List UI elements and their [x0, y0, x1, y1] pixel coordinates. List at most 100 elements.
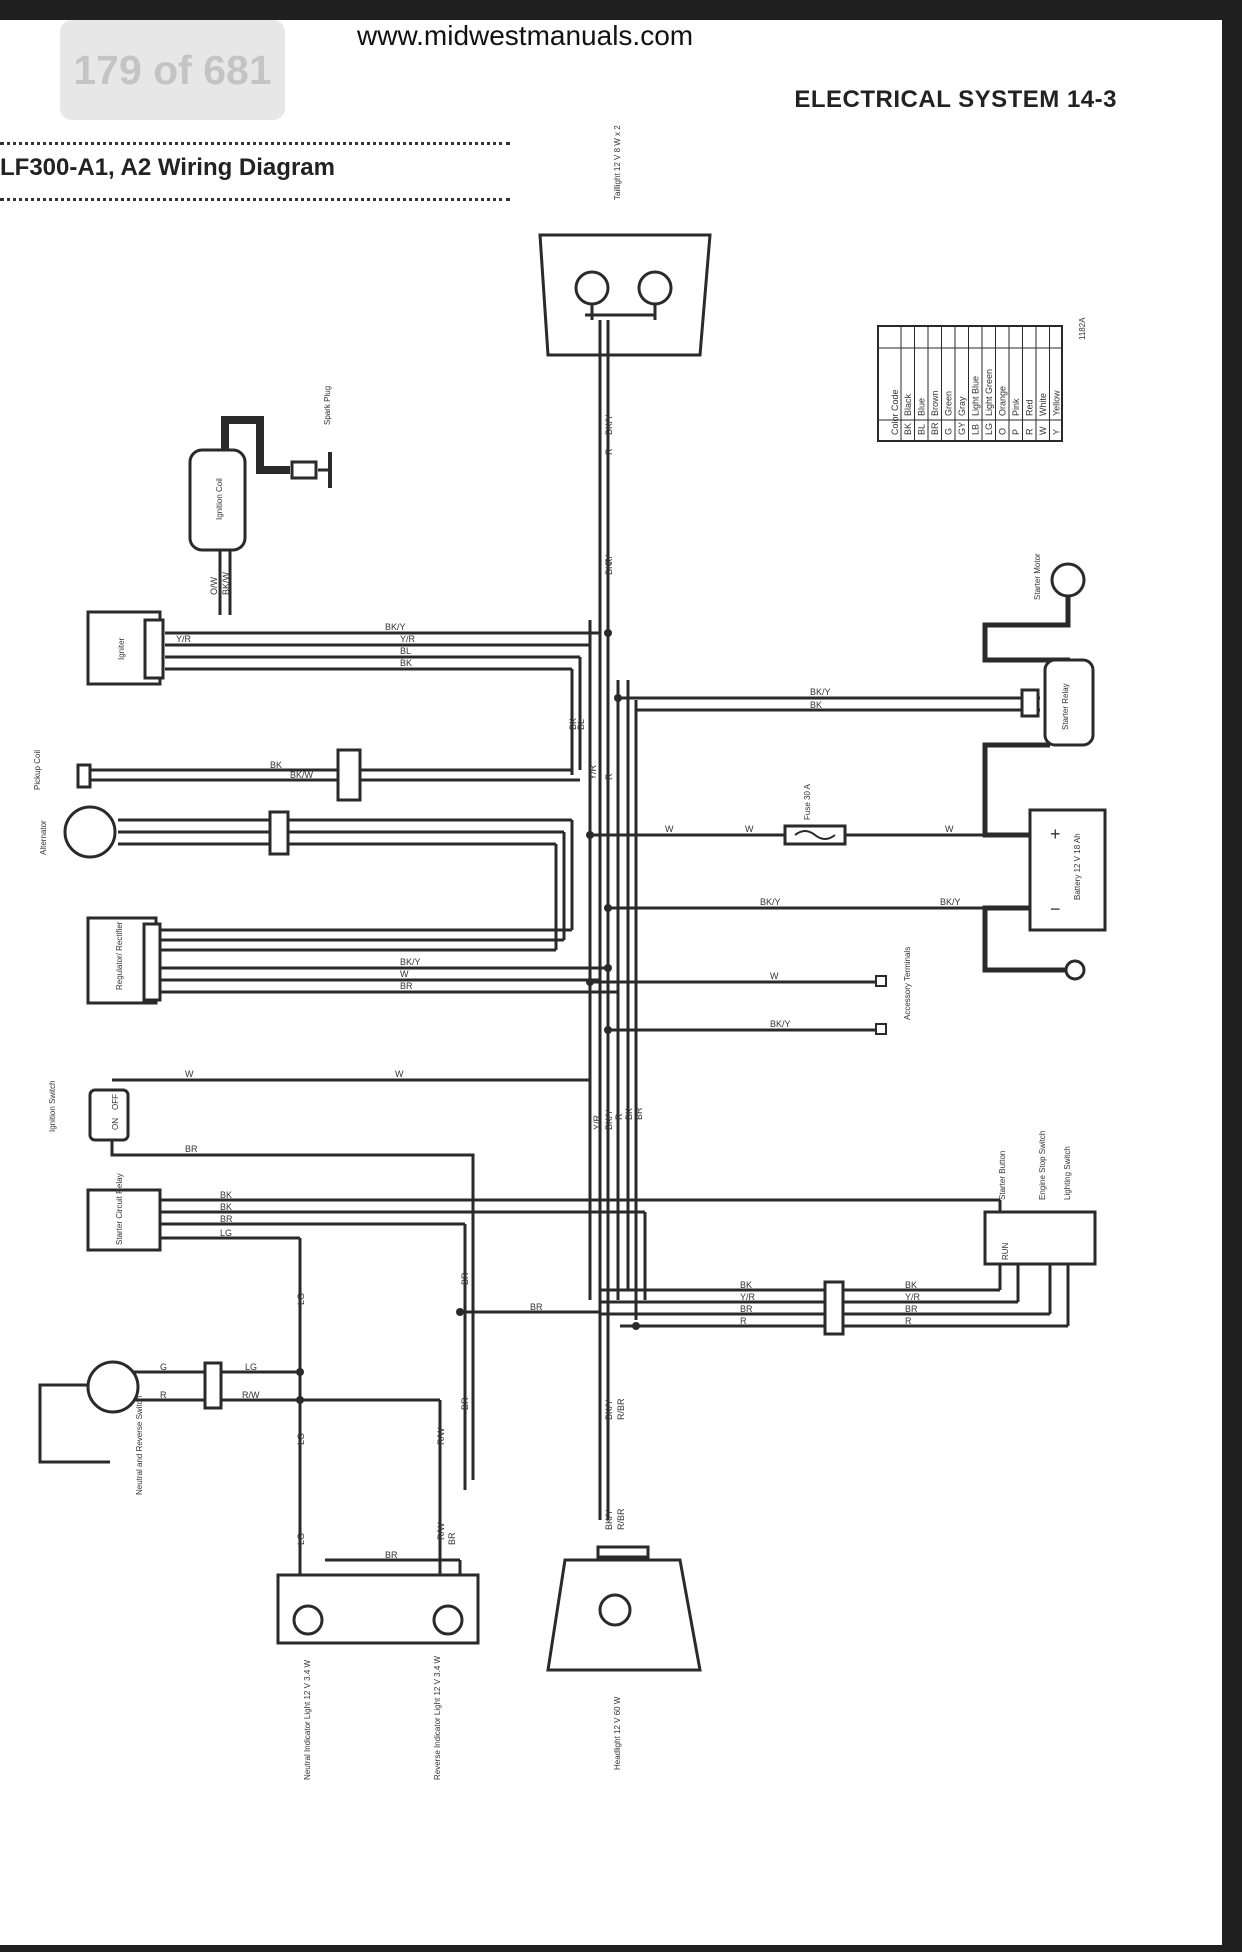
label-switch-on: ON — [111, 1118, 120, 1130]
ignition-coil — [188, 448, 247, 552]
battery-minus: − — [1050, 899, 1061, 919]
accessory-terminal — [875, 975, 887, 987]
manual-page: 179 of 681 www.midwestmanuals.com ELECTR… — [0, 20, 1222, 1945]
starter-relay — [1043, 658, 1095, 747]
color-code-name: Red — [1025, 399, 1035, 416]
wire-label: Y/R — [588, 764, 598, 780]
color-code-name: Yellow — [1052, 390, 1062, 416]
wire-label: BK/Y — [604, 414, 614, 435]
wire-label: BK/Y — [604, 1509, 614, 1530]
label-fuse: Fuse 30 A — [803, 783, 812, 820]
junction-dot — [296, 1396, 304, 1404]
color-code-abbr: BR — [930, 422, 940, 435]
label-neutral-reverse: Neutral and Reverse Switch — [135, 1396, 144, 1495]
wire-label: R/BR — [616, 1398, 626, 1420]
label-part-number: 1182A — [1078, 317, 1087, 340]
color-code-abbr: R — [1025, 428, 1035, 435]
wire-label: BK — [568, 718, 578, 730]
wire-label: BK/W — [290, 770, 314, 780]
nr-connector — [203, 1361, 223, 1410]
wire-label: O/W — [209, 576, 219, 595]
wire-label: BR — [530, 1302, 543, 1312]
label-starter-motor: Starter Motor — [1033, 553, 1042, 600]
ground-cable — [982, 905, 1075, 973]
wiring-diagram: + − BKBlackBLBlueBRBrownGGreenGYGrayLBLi… — [33, 125, 1107, 1780]
wire-label: BK — [400, 658, 412, 668]
label-reverse-indicator: Reverse Indicator Light 12 V 3.4 W — [433, 1655, 442, 1780]
wire-label: Y/R — [400, 634, 416, 644]
wire-label: BK/Y — [604, 554, 614, 575]
wire-label: Y/R — [905, 1292, 921, 1302]
color-code-name: Green — [944, 391, 954, 416]
wire-label: BR — [447, 1532, 457, 1545]
wire-label: R — [740, 1316, 747, 1326]
wire-label: BK/Y — [770, 1019, 791, 1029]
label-alternator: Alternator — [39, 820, 48, 855]
label-ignition-coil: Ignition Coil — [215, 478, 224, 520]
color-code-abbr: Y — [1052, 429, 1062, 435]
label-battery: Battery 12 V 18 Ah — [1073, 833, 1082, 900]
title-rule-top — [0, 142, 510, 145]
color-code-abbr: P — [1011, 429, 1021, 435]
junction-dot — [604, 964, 612, 972]
wire-label: Y/R — [176, 634, 192, 644]
wire-label: BK/Y — [810, 687, 831, 697]
site-url[interactable]: www.midwestmanuals.com — [357, 20, 694, 51]
ground-terminal — [1064, 959, 1086, 981]
color-code-abbr: G — [944, 428, 954, 435]
wire-label: Y/R — [592, 1114, 602, 1130]
battery-plus: + — [1050, 824, 1061, 844]
diagram-title: LF300-A1, A2 Wiring Diagram — [0, 154, 335, 181]
spark-plug — [290, 452, 332, 488]
starter-motor-cable — [982, 580, 1071, 663]
color-code-name: Brown — [930, 390, 940, 416]
color-code-name: Pink — [1011, 398, 1021, 416]
wire-label: R — [604, 773, 614, 780]
wire-label: BL — [576, 719, 586, 730]
junction-dot — [604, 1026, 612, 1034]
wire-label: LG — [296, 1293, 306, 1305]
wire-label: LG — [220, 1228, 232, 1238]
label-spark-plug: Spark Plug — [323, 386, 332, 425]
wire-label: BR — [634, 1107, 644, 1120]
title-rule-bottom — [0, 198, 510, 201]
wire-label: W — [185, 1069, 194, 1079]
color-code-abbr: BL — [917, 424, 927, 435]
wire-label: BR — [400, 981, 413, 991]
label-accessory-terminals: Accessory Terminals — [903, 947, 912, 1020]
wire-label: R — [604, 448, 614, 455]
junction-dot — [586, 831, 594, 839]
wire-label: BK/Y — [385, 622, 406, 632]
wire-label: BK/Y — [604, 1109, 614, 1130]
label-switch-off: OFF — [111, 1094, 120, 1110]
wire-label: W — [945, 824, 954, 834]
color-code-name: White — [1038, 393, 1048, 416]
label-taillight: Taillight 12 V 8 W x 2 — [613, 125, 622, 200]
color-code-name: Gray — [957, 396, 967, 416]
wire-label: BK/W — [221, 571, 231, 595]
color-code-entries: BKBlackBLBlueBRBrownGGreenGYGrayLBLight … — [900, 326, 1062, 441]
color-code-name: Black — [903, 393, 913, 416]
handlebar-connector — [823, 1280, 845, 1336]
wire-label: BR — [905, 1304, 918, 1314]
junction-dot — [604, 904, 612, 912]
alternator — [63, 805, 117, 859]
wire-label: BR — [385, 1550, 398, 1560]
regulator-connector — [142, 922, 162, 1002]
ignition-switch — [88, 1088, 130, 1142]
page-counter: 179 of 681 — [60, 20, 285, 120]
junction-dot — [614, 694, 622, 702]
wire-label: BK — [624, 1108, 634, 1120]
alternator-connector — [268, 810, 290, 856]
handlebar-switch — [983, 1210, 1097, 1266]
wire-label: W — [400, 969, 409, 979]
label-headlight: Headlight 12 V 60 W — [613, 1696, 622, 1770]
wire-label: W — [665, 824, 674, 834]
wire-label: W — [770, 971, 779, 981]
wire-label: BL — [400, 646, 411, 656]
taillight — [538, 233, 712, 357]
color-code-abbr: LG — [984, 423, 994, 435]
wire-label: R/BR — [616, 1508, 626, 1530]
label-switch-run: RUN — [1001, 1242, 1010, 1260]
wire-label: BR — [185, 1144, 198, 1154]
